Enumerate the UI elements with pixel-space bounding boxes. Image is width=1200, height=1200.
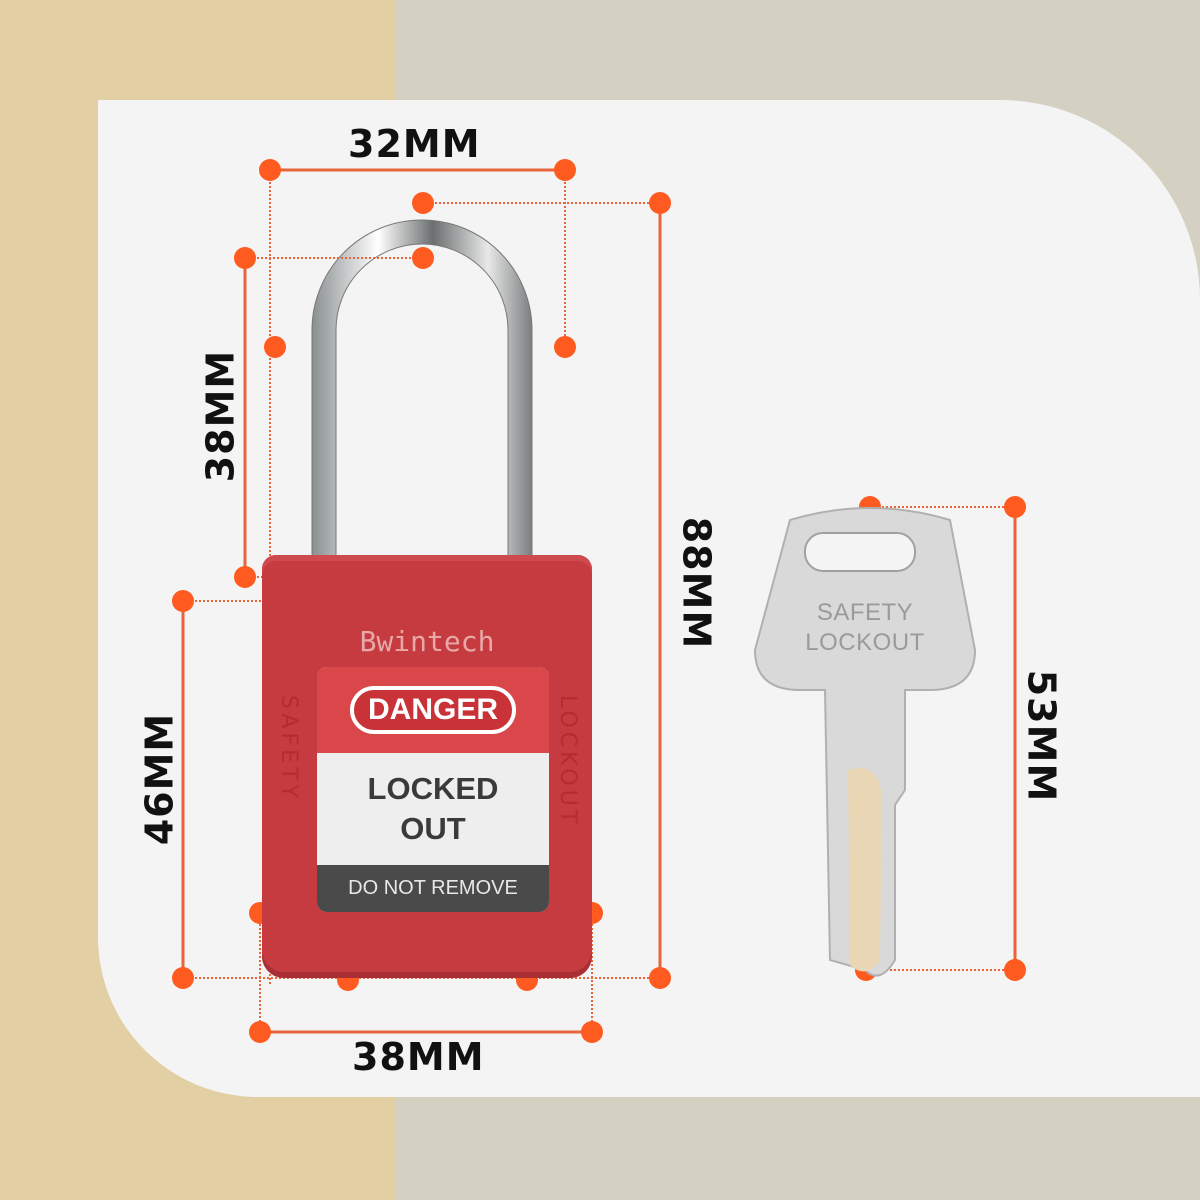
- side-label-left: SAFETY: [276, 695, 301, 802]
- label-key-length: 53MM: [1019, 669, 1064, 803]
- tag-footer: DO NOT REMOVE: [317, 865, 549, 912]
- danger-tag: DANGER LOCKED OUT DO NOT REMOVE: [317, 667, 549, 912]
- label-shackle-clearance: 38MM: [198, 349, 243, 483]
- key-engraving-line2: LOCKOUT: [805, 629, 925, 656]
- shackle-icon: [311, 219, 533, 581]
- padlock-body: Bwintech SAFETY LOCKOUT DANGER LOCKED OU…: [262, 555, 592, 978]
- tag-header: DANGER: [349, 686, 516, 734]
- label-shackle-width: 32MM: [348, 122, 481, 166]
- brand-label: Bwintech: [359, 625, 495, 658]
- label-total-height: 88MM: [674, 516, 719, 650]
- key-engraving-line1: SAFETY: [816, 599, 914, 626]
- key-engraving: SAFETY LOCKOUT: [770, 598, 960, 658]
- side-label-right: LOCKOUT: [555, 695, 580, 828]
- label-body-width: 38MM: [352, 1035, 485, 1079]
- key-icon: [753, 507, 977, 977]
- label-body-height: 46MM: [137, 712, 182, 846]
- tag-line2: OUT: [400, 811, 466, 846]
- tag-line1: LOCKED: [367, 770, 499, 806]
